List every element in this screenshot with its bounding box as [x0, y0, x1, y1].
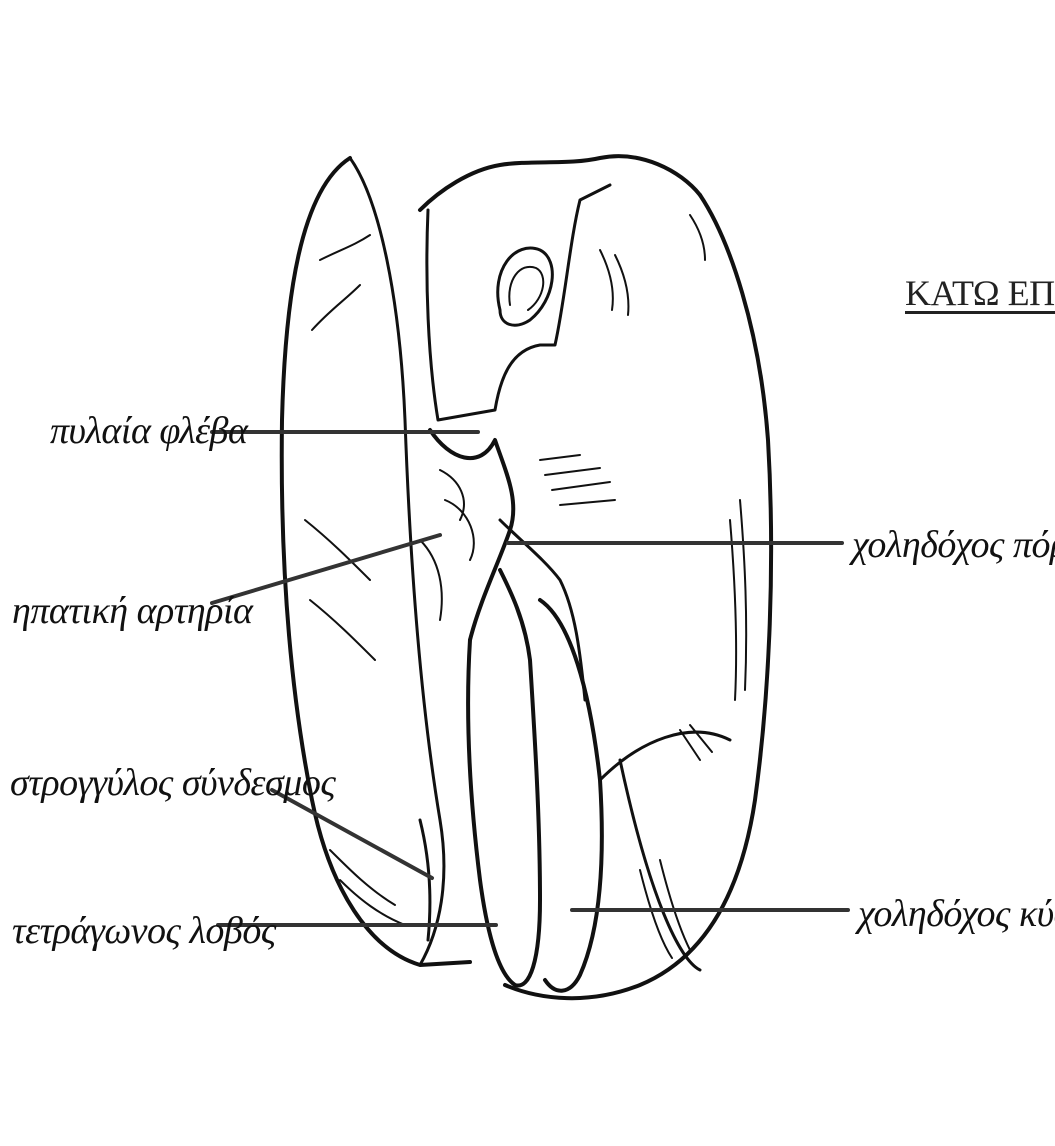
top-edge — [420, 156, 700, 210]
label-portal-vein: πυλαία φλέβα — [50, 412, 247, 450]
right-lobe-outline — [505, 195, 771, 998]
gallbladder-inner — [600, 732, 730, 970]
label-round-ligament: στρογγύλος σύνδεσμος — [10, 764, 335, 802]
caudate-notch — [498, 248, 553, 325]
caudate-lobe — [427, 185, 610, 420]
label-gallbladder: χοληδόχος κύστη — [858, 895, 1055, 933]
porta-hatch — [540, 455, 615, 505]
round-ligament-groove — [420, 820, 430, 940]
porta-hepatis — [430, 430, 513, 640]
left-lobe-shading — [305, 235, 405, 925]
porta-hepatis-2 — [500, 520, 585, 700]
heading: ΚΑΤΩ ΕΠΙΦ — [905, 272, 1055, 314]
label-bile-duct: χοληδόχος πόρος — [852, 526, 1055, 564]
left-lobe-inner — [350, 158, 444, 965]
porta-lines — [420, 470, 474, 620]
gallbladder-outline — [540, 600, 602, 991]
label-quadrate-lobe: τετράγωνος λοβός — [12, 912, 276, 950]
right-lobe-shading — [600, 215, 746, 700]
label-hepatic-artery: ηπατική αρτηρία — [12, 592, 252, 630]
caudate-notch-inner — [509, 267, 543, 310]
gallbladder-shading — [640, 725, 712, 958]
